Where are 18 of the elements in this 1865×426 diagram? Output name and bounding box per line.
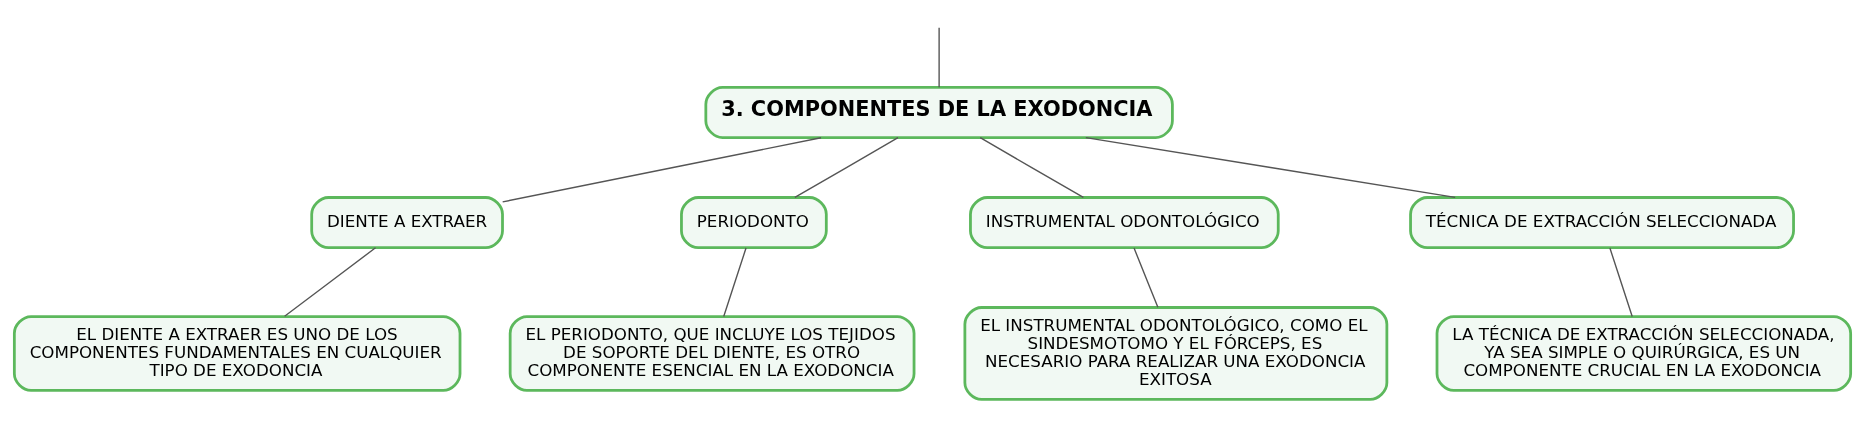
connector: [1085, 136, 1456, 199]
node-box: INSTRUMENTAL ODONTOLÓGICO: [969, 196, 1280, 249]
connector: [283, 247, 377, 317]
connector: [794, 137, 899, 199]
connector: [1609, 247, 1633, 318]
node-box: PERIODONTO: [680, 196, 828, 249]
node-box: EL DIENTE A EXTRAER ES UNO DE LOS COMPONENTES FUNDAMENTALES EN CUALQUIER TIPO DE EXODONCIA: [12, 315, 462, 392]
node-box: LA TÉCNICA DE EXTRACCIÓN SELECCIONADA, YA SEA SIMPLE O QUIRÚRGICA, ES UN COMPONENTE CRUCIAL EN LA EXODONCIA: [1435, 315, 1853, 392]
connector: [501, 137, 822, 203]
connector: [938, 26, 940, 88]
connector: [1133, 247, 1159, 309]
node-box: DIENTE A EXTRAER: [310, 196, 504, 249]
connector: [979, 137, 1085, 199]
node-box: TÉCNICA DE EXTRACCIÓN SELECCIONADA: [1409, 196, 1795, 249]
node-box: 3. COMPONENTES DE LA EXODONCIA: [704, 86, 1174, 139]
node-box: EL INSTRUMENTAL ODONTOLÓGICO, COMO EL SINDESMOTOMO Y EL FÓRCEPS, ES NECESARIO PARA REALIZAR UNA EXODONCIA EXITOSA: [963, 306, 1389, 401]
connector: [723, 247, 747, 318]
node-box: EL PERIODONTO, QUE INCLUYE LOS TEJIDOS DE SOPORTE DEL DIENTE, ES OTRO COMPONENTE ESENCIAL EN LA EXODONCIA: [508, 315, 916, 392]
